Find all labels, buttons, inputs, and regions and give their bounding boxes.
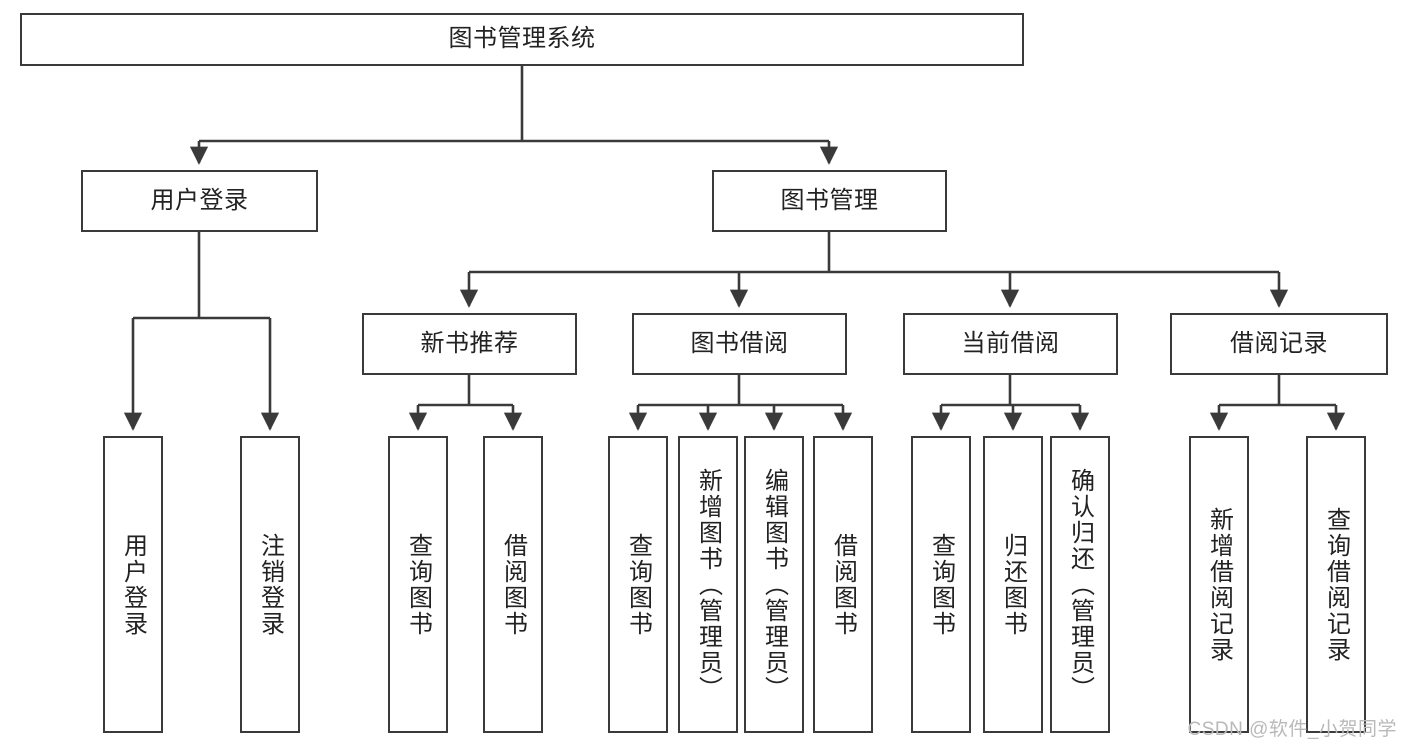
leaf-确认归还（管理员）[interactable]: 确认归还（管理员） (1050, 436, 1110, 733)
node-借阅记录[interactable]: 借阅记录 (1170, 313, 1388, 375)
leaf-归还图书[interactable]: 归还图书 (983, 436, 1043, 733)
csdn-watermark: CSDN @软件_小贺同学 (1187, 719, 1397, 740)
node-label: 新书推荐 (420, 329, 519, 357)
node-用户登录[interactable]: 用户登录 (81, 170, 318, 232)
leaf-查询借阅记录[interactable]: 查询借阅记录 (1306, 436, 1366, 733)
node-label: 确认归还（管理员） (1066, 467, 1094, 702)
node-label: 图书管理 (780, 186, 879, 214)
node-label: 归还图书 (999, 532, 1027, 637)
node-label: 借阅记录 (1230, 329, 1328, 357)
node-label: 查询借阅记录 (1322, 506, 1350, 663)
leaf-新增图书（管理员）[interactable]: 新增图书（管理员） (678, 436, 738, 733)
node-root-图书管理系统[interactable]: 图书管理系统 (20, 13, 1024, 66)
node-label: 新增图书（管理员） (694, 467, 722, 702)
leaf-编辑图书（管理员）[interactable]: 编辑图书（管理员） (744, 436, 804, 733)
node-新书推荐[interactable]: 新书推荐 (362, 313, 577, 375)
leaf-注销登录[interactable]: 注销登录 (240, 436, 300, 733)
node-label: 编辑图书（管理员） (760, 467, 788, 702)
node-图书借阅[interactable]: 图书借阅 (632, 313, 847, 375)
leaf-查询图书[interactable]: 查询图书 (911, 436, 971, 733)
node-label: 图书管理系统 (448, 25, 596, 53)
node-label: 查询图书 (404, 532, 432, 637)
node-label: 借阅图书 (499, 532, 527, 637)
leaf-借阅图书[interactable]: 借阅图书 (483, 436, 543, 733)
node-label: 当前借阅 (961, 329, 1060, 357)
node-当前借阅[interactable]: 当前借阅 (903, 313, 1118, 375)
leaf-用户登录[interactable]: 用户登录 (103, 436, 163, 733)
node-label: 用户登录 (119, 532, 147, 637)
node-label: 用户登录 (150, 186, 249, 214)
node-label: 查询图书 (927, 532, 955, 637)
leaf-查询图书[interactable]: 查询图书 (608, 436, 668, 733)
node-label: 图书借阅 (690, 329, 789, 357)
leaf-借阅图书[interactable]: 借阅图书 (813, 436, 873, 733)
node-图书管理[interactable]: 图书管理 (712, 170, 947, 232)
leaf-查询图书[interactable]: 查询图书 (388, 436, 448, 733)
node-label: 查询图书 (624, 532, 652, 637)
leaf-新增借阅记录[interactable]: 新增借阅记录 (1189, 436, 1249, 733)
node-label: 注销登录 (256, 532, 284, 637)
node-label: 新增借阅记录 (1205, 506, 1233, 663)
node-label: 借阅图书 (829, 532, 857, 637)
